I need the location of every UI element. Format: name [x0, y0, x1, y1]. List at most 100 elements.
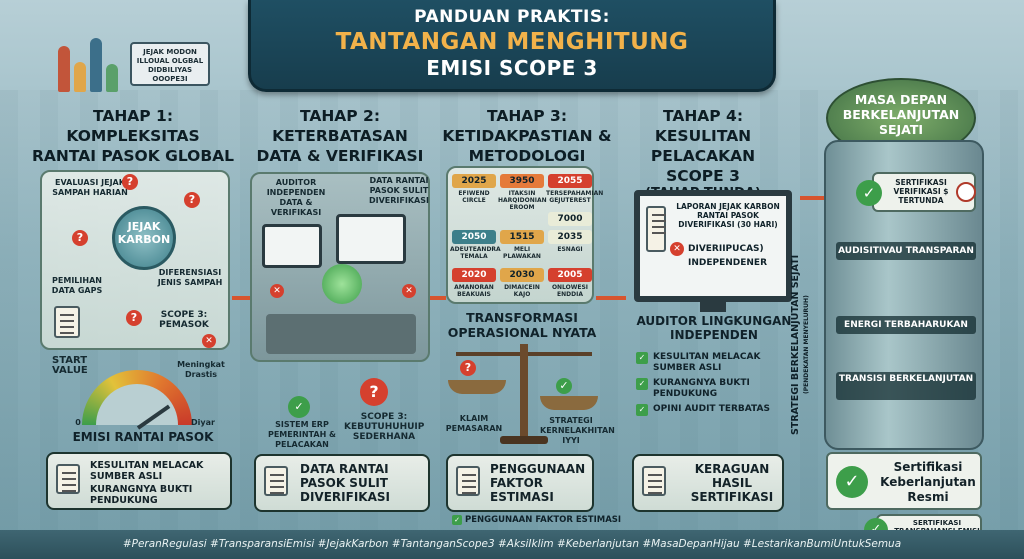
x-mark-icon: ✕ — [202, 334, 216, 348]
check-icon: ✓ — [636, 378, 648, 390]
checklist-icon — [264, 466, 288, 496]
year-chip: 1515 — [500, 230, 544, 244]
certificate-seal-icon: ✓ — [836, 466, 868, 498]
year-caption: ITAKSIN HARQIDONIAN EROOM — [498, 190, 547, 211]
pending-cert-card: ✓ SERTIFIKASI VERIFIKASI $ TERTUNDA — [856, 172, 976, 212]
stage1-heading-line2: KOMPLEKSITAS — [66, 127, 200, 145]
year-chip: 2055 — [548, 174, 592, 188]
family-illustration — [52, 26, 132, 92]
stage1-title: TAHAP 1: KOMPLEKSITAS RANTAI PASOK GLOBA… — [28, 106, 238, 166]
check-badge-icon: ✓ — [856, 180, 882, 206]
carbon-hub-icon — [112, 206, 176, 270]
stage3-klaim: KLAIM PEMASARAN — [445, 414, 503, 433]
stage4-title: TAHAP 4: KESULITAN PELACAKAN SCOPE 3 (TA… — [620, 106, 786, 202]
stage2-heading: TAHAP 2: — [299, 107, 381, 125]
question-icon: ? — [184, 192, 200, 208]
stage4-auditor: AUDITOR LINGKUNGAN INDEPENDEN — [636, 314, 792, 342]
stage4-heading: TAHAP 4: — [662, 107, 744, 125]
year-caption: TERSEPAHAMIAN GEJUTEREST — [546, 190, 604, 204]
monitor-screen — [336, 214, 406, 264]
year-chip: 2050 — [452, 230, 496, 244]
scale-pan-right — [540, 396, 598, 410]
future-title: MASA DEPAN BERKELANJUTAN SEJATI — [842, 92, 960, 137]
year-caption: DIMAICEIN KAJO — [504, 284, 540, 298]
question-icon: ? — [72, 230, 88, 246]
stage2-sulit: DATA RANTAI PASOK SULIT DIVERIFIKASI — [369, 176, 429, 205]
stage3-footer: PENGGUNAAN FAKTOR ESTIMASI — [446, 454, 594, 512]
x-mark-icon: ✕ — [270, 284, 284, 298]
checklist-icon — [642, 466, 666, 496]
list-item: ✓ KURANGNYA BUKTI PENDUKUNG — [636, 378, 786, 400]
stage3-transform: TRANSFORMASI OPERASIONAL NYATA — [447, 310, 597, 340]
strategy-vertical-label: STRATEGI BERKELANJUTAN SEJATI (PENDEKATA… — [790, 230, 812, 460]
header-banner: PANDUAN PRAKTIS: TANTANGAN MENGHITUNG EM… — [248, 0, 776, 92]
official-cert-text: Sertifikasi Keberlanjutan Resmi — [880, 460, 976, 504]
year-chip: 2005 — [548, 268, 592, 282]
stage2-scope: SCOPE 3: KEBUTUHUHUIP SEDERHANA — [344, 412, 425, 442]
checklist-icon — [56, 464, 80, 494]
year-caption: AMANORAN BEAKUAIS — [454, 284, 494, 298]
year-caption: MELI PLAWAKAN — [503, 246, 541, 260]
stage1-foot-item1: KESULITAN MELACAK SUMBER ASLI — [90, 460, 204, 482]
stage1-footer: KESULITAN MELACAK SUMBER ASLI KURANGNYA … — [46, 452, 232, 510]
check-icon: ✓ — [636, 404, 648, 416]
stage2-erp: SISTEM ERP PEMERINTAH & PELACAKAN — [267, 420, 337, 449]
gauge-diyar: Diyar — [191, 418, 215, 427]
stage3-timeline-panel: 2025 3950 2055 EFIWEND CIRCLE ITAKSIN HA… — [446, 166, 604, 304]
year-caption: ADEUTEANDRA TEMALA — [450, 246, 501, 260]
x-mark-icon: ✕ — [670, 242, 684, 256]
stage4-heading-line2: KESULITAN — [654, 127, 752, 145]
question-icon: ? — [460, 360, 476, 376]
question-icon: ? — [122, 174, 138, 190]
header-line-3: EMISI SCOPE 3 — [426, 56, 598, 80]
check-icon: ✓ — [636, 352, 648, 364]
gauge-title: EMISI RANTAI PASOK — [72, 430, 214, 444]
monitor-screen — [262, 224, 322, 268]
family-sign: JEJAK MODON ILLOUAL OLGBAL DIDBILIYAS OO… — [130, 42, 210, 86]
stage1-pemasok: SCOPE 3: PEMASOK — [159, 310, 209, 330]
official-cert-card: ✓ Sertifikasi Keberlanjutan Resmi — [826, 452, 982, 510]
stage4-report: LAPORAN JEJAK KARBON RANTAI PASOK DIVERI… — [676, 202, 780, 229]
tower-band: TRANSISI BERKELANJUTAN — [836, 372, 976, 400]
stage4-list-item: KESULITAN MELACAK SUMBER ASLI — [653, 352, 761, 373]
connector-arrow — [430, 296, 446, 300]
recycle-icon — [322, 264, 362, 304]
scale-base — [500, 436, 548, 444]
stage4-list-item: OPINI AUDIT TERBATAS — [653, 404, 770, 414]
chart-clipboard-icon — [456, 466, 480, 496]
factory-illustration — [266, 314, 416, 354]
gauge-drastis-label: Meningkat Drastis — [177, 360, 225, 379]
header-line-1: PANDUAN PRAKTIS: — [414, 7, 610, 27]
stage3-caption: ✓ PENGGUNAAN FAKTOR ESTIMASI — [452, 515, 621, 525]
header-line-2: TANTANGAN MENGHITUNG — [335, 29, 689, 55]
year-chip: 2030 — [500, 268, 544, 282]
stage2-title: TAHAP 2: KETERBATASAN DATA & VERIFIKASI — [248, 106, 432, 166]
stage1-diff: DIFERENSIASI JENIS SAMPAH — [157, 268, 223, 287]
connector-arrow — [800, 196, 824, 200]
hashtag-bar: #PeranRegulasi #TransparansiEmisi #Jejak… — [0, 530, 1024, 559]
tower-band: ENERGI TERBAHARUKAN — [836, 316, 976, 334]
stage3-heading: TAHAP 3: — [486, 107, 568, 125]
year-chip: 2035 — [548, 230, 592, 244]
stage4-monitor: LAPORAN JEJAK KARBON RANTAI PASOK DIVERI… — [634, 190, 792, 302]
checklist-icon — [646, 206, 666, 252]
scale-pole — [520, 344, 528, 440]
stage4-div2: INDEPENDENER — [688, 258, 768, 268]
year-caption: ESNAGI — [557, 246, 583, 253]
tower-band: AUDISITIVAU TRANSPARAN — [836, 242, 976, 260]
stage4-list-item: KURANGNYA BUKTI PENDUKUNG — [653, 378, 750, 399]
check-icon: ✓ — [452, 515, 462, 525]
stage3-heading-line2: KETIDAKPASTIAN & — [442, 127, 612, 145]
question-icon: ? — [360, 378, 388, 406]
year-chip: 3950 — [500, 174, 544, 188]
stage3-caption-text: PENGGUNAAN FAKTOR ESTIMASI — [464, 515, 622, 525]
gauge-zero: 0 — [75, 418, 81, 427]
year-chip: 2020 — [452, 268, 496, 282]
pending-cert-text: SERTIFIKASI VERIFIKASI $ TERTUNDA — [893, 178, 949, 205]
stage3-strategi: STRATEGI KERNELAKHITAN IYYI — [540, 416, 615, 445]
carbon-hub-label: JEJAK KARBON — [117, 220, 171, 246]
list-item: ✓ KESULITAN MELACAK SUMBER ASLI — [636, 352, 786, 374]
strategy-vertical-sub: (PENDEKATAN MENYELURUH) — [803, 295, 810, 395]
strategy-vertical-text: STRATEGI BERKELANJUTAN SEJATI — [790, 254, 801, 436]
gauge-start-label: START VALUE — [52, 355, 88, 376]
